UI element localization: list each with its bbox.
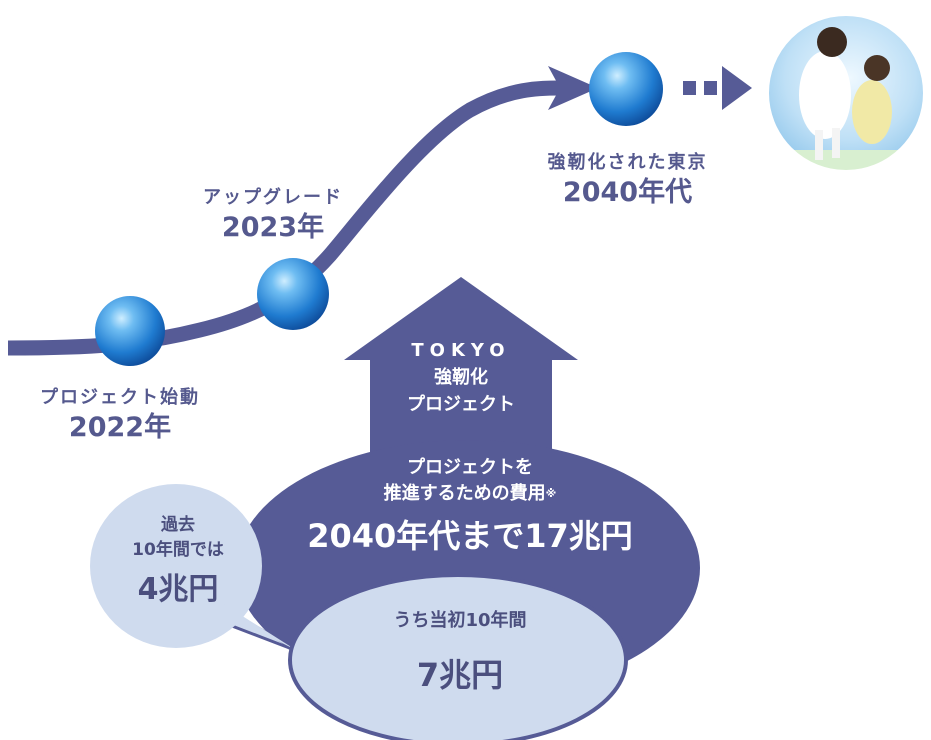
milestone-sphere-2040 xyxy=(589,52,663,126)
past-cost-text: 過去 10年間では 4兆円 xyxy=(108,513,248,613)
milestone-2040-year: 2040年代 xyxy=(562,177,693,208)
milestone-2040: 強靭化された東京 2040年代 xyxy=(520,150,735,210)
milestone-2023-year: 2023年 xyxy=(221,212,325,243)
milestone-sphere-2022 xyxy=(95,296,165,366)
milestone-2023-name: アップグレード xyxy=(203,187,343,208)
milestone-2022: プロジェクト始動 2022年 xyxy=(20,385,220,445)
milestone-2022-year: 2022年 xyxy=(68,412,172,443)
arrow-line-2: 強靭化 xyxy=(434,367,488,388)
arrow-line-3: プロジェクト xyxy=(407,394,515,415)
dotted-arrow-icon xyxy=(683,66,752,110)
initial-amount: 7兆円 xyxy=(416,656,504,694)
initial-cost-bubble xyxy=(288,573,628,740)
past-amount: 4兆円 xyxy=(137,572,219,607)
past-line-1: 過去 xyxy=(161,515,195,535)
cost-line-1: プロジェクトを xyxy=(407,457,533,478)
milestone-2023: アップグレード 2023年 xyxy=(178,185,368,245)
cost-note-mark: ※ xyxy=(545,487,557,500)
cost-line-2-text: 推進するための費用 xyxy=(383,483,546,504)
children-running-photo xyxy=(768,15,924,171)
initial-cost-text: うち当初10年間 7兆円 xyxy=(330,608,590,698)
milestone-sphere-2023 xyxy=(257,258,329,330)
cost-line-2: 推進するための費用※ xyxy=(260,481,680,507)
milestone-2022-name: プロジェクト始動 xyxy=(40,387,200,408)
curve-arrowhead xyxy=(548,66,598,110)
past-line-2: 10年間では xyxy=(132,540,224,560)
tokyo-project-arrow xyxy=(344,277,578,452)
milestone-2040-name: 強靭化された東京 xyxy=(547,152,708,173)
arrow-line-1: TOKYO xyxy=(411,340,511,361)
tokyo-project-label: TOKYO 強靭化 プロジェクト xyxy=(370,337,552,418)
cost-total: 2040年代まで17兆円 xyxy=(307,517,633,555)
past-cost-bubble xyxy=(90,484,301,654)
total-cost-text: プロジェクトを 推進するための費用※ 2040年代まで17兆円 xyxy=(260,455,680,559)
initial-label: うち当初10年間 xyxy=(393,610,527,631)
